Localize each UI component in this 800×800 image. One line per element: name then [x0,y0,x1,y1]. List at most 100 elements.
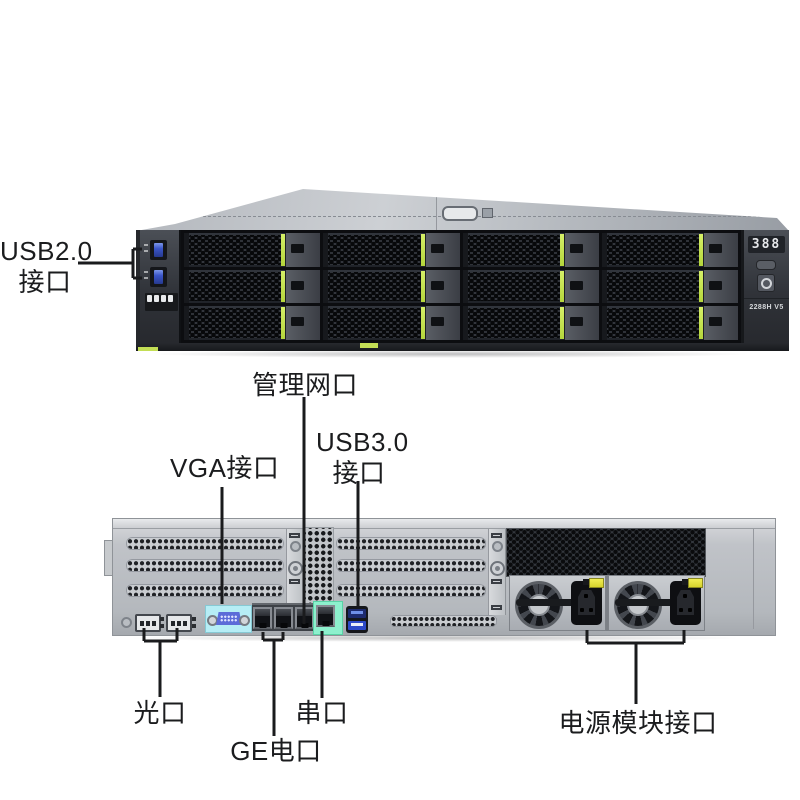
bay-edge [462,269,468,304]
bay-led-stripe [559,270,564,303]
bay-mesh [606,308,699,338]
serial-label: 串口 [295,698,349,728]
vga-label: VGA接口 [170,453,280,483]
slot-label-plate [491,579,502,584]
drive-bay [323,306,460,340]
bay-latch [563,233,599,267]
screw [121,617,132,628]
ge-port-2 [274,607,293,629]
bay-edge [601,269,607,304]
indicator-led [161,295,166,302]
pcie-vent-slot [126,584,284,597]
optical-label: 光口 [133,698,187,728]
screw [290,541,301,552]
bay-mesh [328,271,421,302]
ge-port-1 [253,607,272,629]
front-bottom-rail [136,343,789,351]
uid-button [756,260,776,270]
psu-latch-dark [583,579,589,585]
panel-dot [160,617,164,621]
usb3-port-2 [348,621,366,630]
drive-bay [462,233,599,267]
bay-mesh [189,308,282,338]
usb3-label: USB3.0 接口 [316,427,409,489]
usb-port-label-mark [144,250,148,252]
bay-led-stripe [699,307,703,339]
ocp-vent-slot [390,615,497,627]
bay-mesh [189,271,282,302]
bay-mesh [467,235,560,265]
slot-label-plate [491,605,502,610]
bay-latch [285,233,321,267]
bay-led-stripe [559,307,564,339]
panel-dot [160,624,164,628]
rear-top-lip [113,519,775,529]
server-front-view: 388 2288H V5 [136,186,789,351]
vga-port-panel [205,605,252,633]
usb2-label-line1: USB2.0 [0,236,93,266]
slot-label-plate [289,533,300,538]
bay-edge [184,269,189,304]
bay-led-stripe [281,270,286,303]
front-shadow [150,350,750,358]
ear-divider [744,298,789,299]
power-supply-unit [608,575,705,631]
front-right-ear: 388 2288H V5 [741,230,789,343]
psu-handle [615,599,673,606]
pcie-vent-slot [126,559,284,572]
riser-divider [286,529,304,615]
bay-mesh [328,308,421,338]
cover-latch-tab [482,208,493,218]
drive-bay [323,233,460,267]
chassis-fold [753,529,754,629]
front-usb2-port-1 [150,240,167,260]
riser-divider [488,529,506,615]
psu-handle [516,599,574,606]
psu-bay-grille [506,528,706,577]
bay-latch [285,269,321,304]
bay-led-stripe [699,270,703,303]
indicator-led [154,295,159,302]
serial-port-rj45 [316,605,335,627]
drive-bay [184,269,321,304]
mgmt-label: 管理网口 [251,370,358,400]
thumbscrew [490,561,505,576]
bay-mesh [606,235,699,265]
vga-port [216,612,242,625]
usb3-port-1 [348,609,366,618]
drive-bay-grid [181,230,741,343]
bay-edge [323,233,329,267]
bay-edge [184,233,189,267]
management-port [295,607,314,629]
usb-port-label-mark [144,271,148,273]
power-supply-unit [509,575,606,631]
power-button [757,274,775,292]
bay-led-stripe [699,234,703,266]
panel-dot [192,624,196,628]
pcie-vent-slot [336,537,486,550]
optical-port-sfp-1 [135,614,161,632]
pcie-vent-slot [126,537,284,550]
bay-edge [601,306,607,340]
bay-led-stripe [420,307,425,339]
ge-callout-line [261,632,285,736]
psu-latch-yellow [688,578,703,588]
drive-bay [601,233,738,267]
drive-bay [184,233,321,267]
pcie-vent-slot [336,559,486,572]
bay-mesh [606,271,699,302]
usb2-label-line2: 接口 [18,267,72,297]
bay-edge [323,269,329,304]
usb2-label: USB2.0 接口 [0,236,93,298]
bay-latch [424,233,460,267]
bay-mesh [467,308,560,338]
network-port-group [252,603,316,631]
usb3-label-line1: USB3.0 [316,427,409,457]
front-indicator-panel [145,293,178,311]
bay-latch [285,306,321,340]
cover-latch [442,206,478,221]
indicator-led [168,295,173,302]
thumbscrew [288,561,303,576]
diagnostic-display: 388 [748,236,785,253]
bay-edge [462,306,468,340]
